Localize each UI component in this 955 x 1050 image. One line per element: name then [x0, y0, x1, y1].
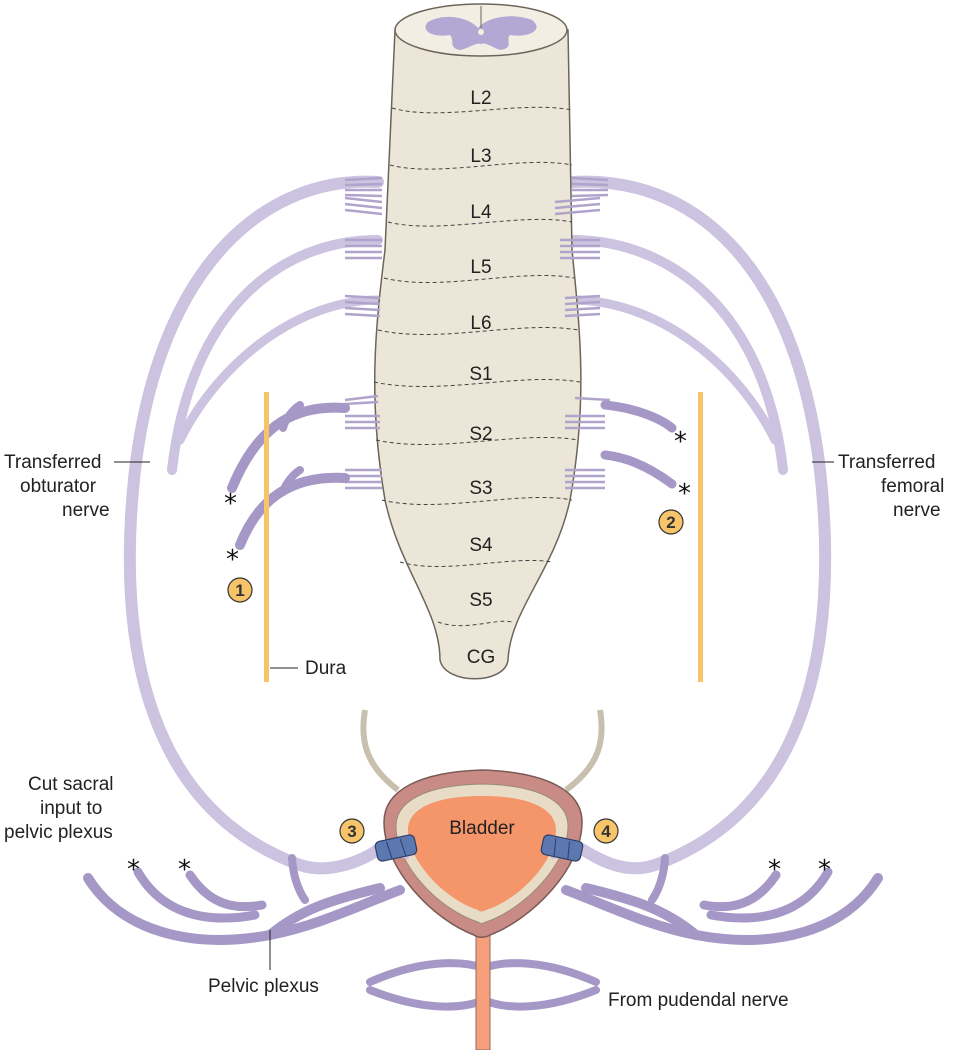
- svg-text:Transferred: Transferred: [838, 452, 936, 473]
- badge-4: 4: [593, 818, 619, 844]
- cut-marker-icon: *: [678, 479, 691, 509]
- transferred-femoral-nerve: [566, 175, 832, 875]
- segment-label-s4: S4: [469, 535, 493, 556]
- svg-text:nerve: nerve: [62, 500, 110, 521]
- callout-obturator: Transferred obturator nerve: [4, 452, 150, 521]
- svg-text:input to: input to: [40, 798, 102, 819]
- svg-text:1: 1: [235, 581, 244, 600]
- cut-sacral-roots-left: [227, 401, 350, 550]
- svg-text:Dura: Dura: [305, 658, 347, 679]
- bladder-lumen: [408, 796, 556, 912]
- segment-label-l5: L5: [470, 257, 491, 278]
- dura-lines: [264, 392, 703, 682]
- cut-marker-icon: *: [224, 489, 237, 519]
- svg-text:4: 4: [601, 822, 611, 841]
- segment-label-l6: L6: [470, 313, 491, 334]
- svg-text:2: 2: [666, 513, 675, 532]
- nerve-rootlets-right: [554, 176, 611, 490]
- dura-line-right: [698, 392, 703, 682]
- segment-labels: L2 L3 L4 L5 L6 S1 S2 S3 S4 S5 CG: [467, 88, 496, 668]
- cut-marker-icon: *: [674, 427, 687, 457]
- svg-text:From pudendal nerve: From pudendal nerve: [608, 990, 789, 1011]
- cut-markers-plexus: * * * *: [127, 855, 831, 885]
- bladder-label: Bladder: [449, 818, 515, 839]
- svg-text:femoral: femoral: [881, 476, 944, 497]
- cut-marker-icon: *: [127, 855, 140, 885]
- svg-text:pelvic plexus: pelvic plexus: [4, 822, 113, 843]
- cut-marker-icon: *: [226, 545, 239, 575]
- badge-1: 1: [227, 577, 253, 603]
- cut-marker-icon: *: [818, 855, 831, 885]
- spinal-cord-body: [373, 29, 582, 680]
- segment-label-s1: S1: [469, 364, 492, 385]
- segment-label-s3: S3: [469, 478, 492, 499]
- spinal-cord: [373, 3, 582, 680]
- nerve-rootlets-left: [344, 176, 383, 490]
- svg-text:3: 3: [347, 822, 356, 841]
- segment-label-l3: L3: [470, 146, 491, 167]
- electrode-cuff-right: [540, 834, 584, 862]
- callout-femoral: Transferred femoral nerve: [812, 452, 944, 521]
- svg-text:Cut sacral: Cut sacral: [28, 774, 114, 795]
- electrode-cuff-left: [374, 834, 418, 862]
- callout-dura: Dura: [270, 658, 347, 679]
- callout-pudendal: From pudendal nerve: [608, 990, 789, 1011]
- bladder: Bladder: [360, 709, 605, 1050]
- segment-dividers: [373, 106, 581, 627]
- badge-2: 2: [658, 509, 684, 535]
- cut-marker-icon: *: [178, 855, 191, 885]
- cut-marker-icon: *: [768, 855, 781, 885]
- dura-line-left: [264, 392, 269, 682]
- svg-text:obturator: obturator: [20, 476, 97, 497]
- segment-label-l2: L2: [470, 88, 491, 109]
- badge-3: 3: [339, 818, 365, 844]
- pelvic-plexus-left: [83, 854, 405, 945]
- segment-label-l4: L4: [470, 202, 492, 223]
- segment-label-s2: S2: [469, 424, 492, 445]
- svg-text:Transferred: Transferred: [4, 452, 102, 473]
- segment-label-s5: S5: [469, 590, 492, 611]
- callout-cut-sacral: Cut sacral input to pelvic plexus: [4, 774, 114, 843]
- callout-pelvic-plexus: Pelvic plexus: [208, 930, 319, 997]
- cut-markers-roots: * * * *: [224, 427, 691, 575]
- svg-text:Pelvic plexus: Pelvic plexus: [208, 976, 319, 997]
- cut-sacral-roots-right: [600, 400, 677, 489]
- segment-label-cg: CG: [467, 647, 496, 668]
- svg-text:nerve: nerve: [893, 500, 941, 521]
- pelvic-plexus-right: [561, 854, 883, 945]
